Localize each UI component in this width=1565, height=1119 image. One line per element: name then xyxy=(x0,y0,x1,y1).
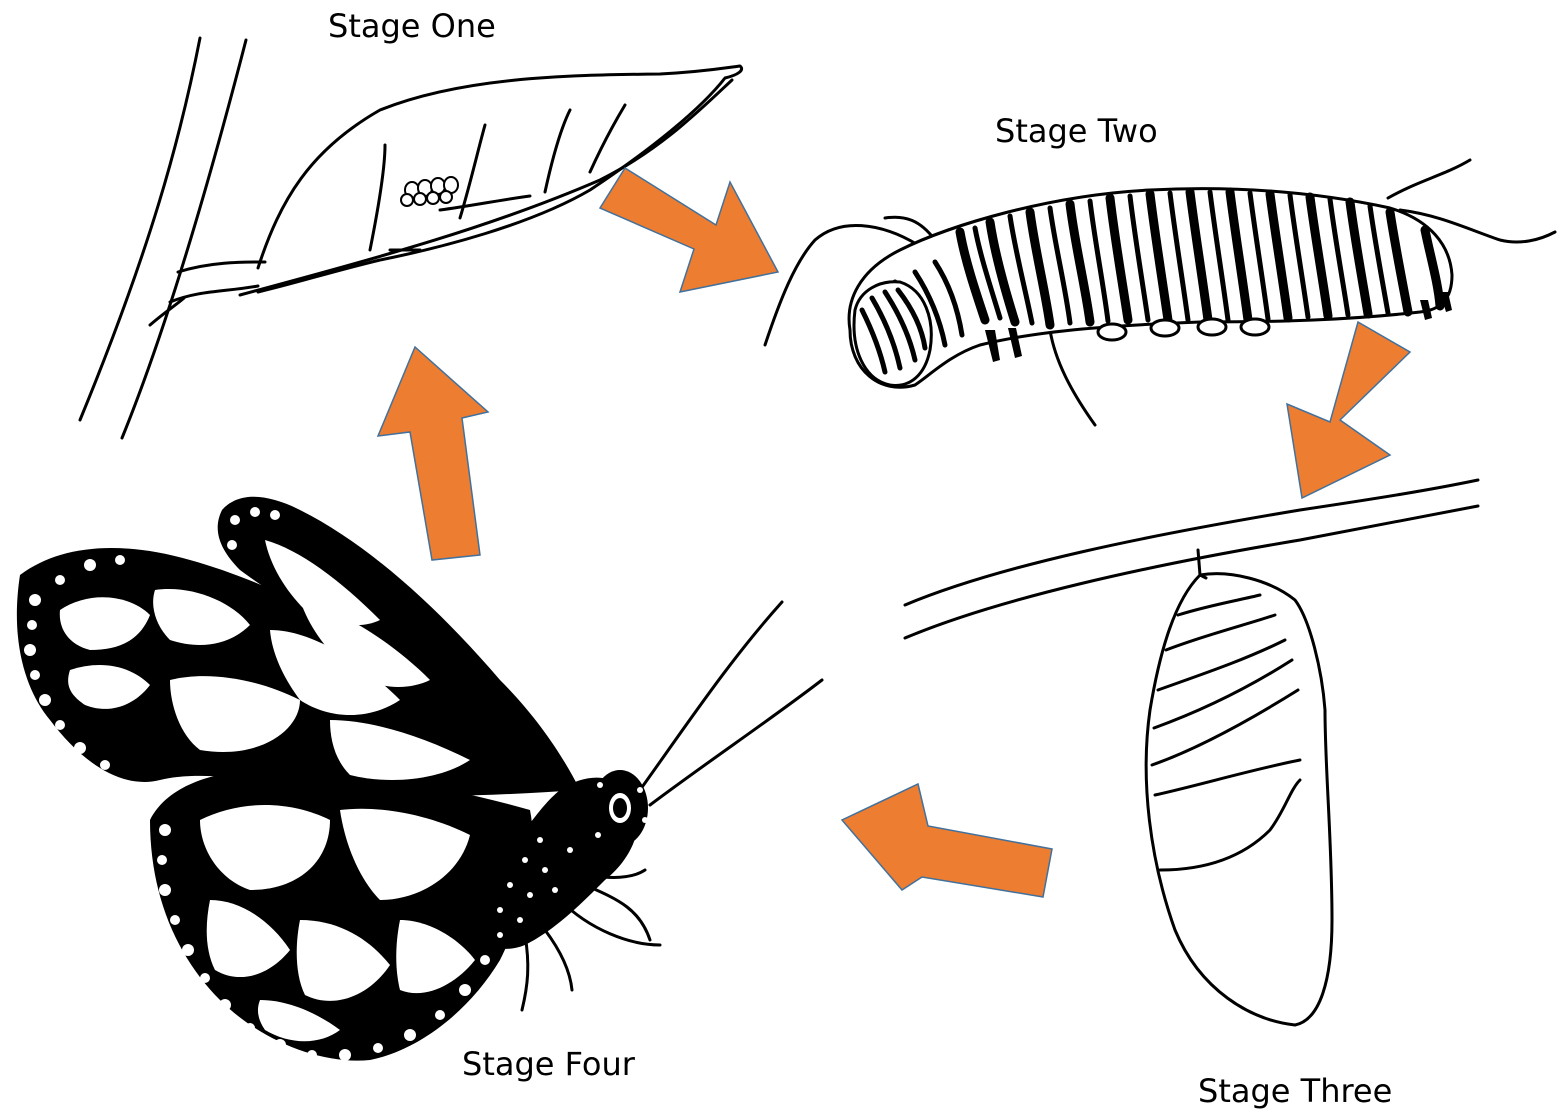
stage-one-label: Stage One xyxy=(328,10,496,42)
stage-four-butterfly-illustration xyxy=(17,497,822,1061)
stage-three-label: Stage Three xyxy=(1198,1075,1392,1107)
arrow-stage-three-to-four xyxy=(842,784,1052,897)
stage-two-label: Stage Two xyxy=(995,115,1158,147)
stage-two-caterpillar-illustration xyxy=(765,160,1555,425)
egg-cluster xyxy=(401,177,458,206)
arrow-stage-two-to-three xyxy=(1287,322,1410,498)
arrow-stage-one-to-two xyxy=(600,168,778,292)
stage-four-label: Stage Four xyxy=(462,1048,635,1080)
stage-three-chrysalis-illustration xyxy=(905,480,1478,1025)
arrow-stage-four-to-one xyxy=(378,347,488,560)
